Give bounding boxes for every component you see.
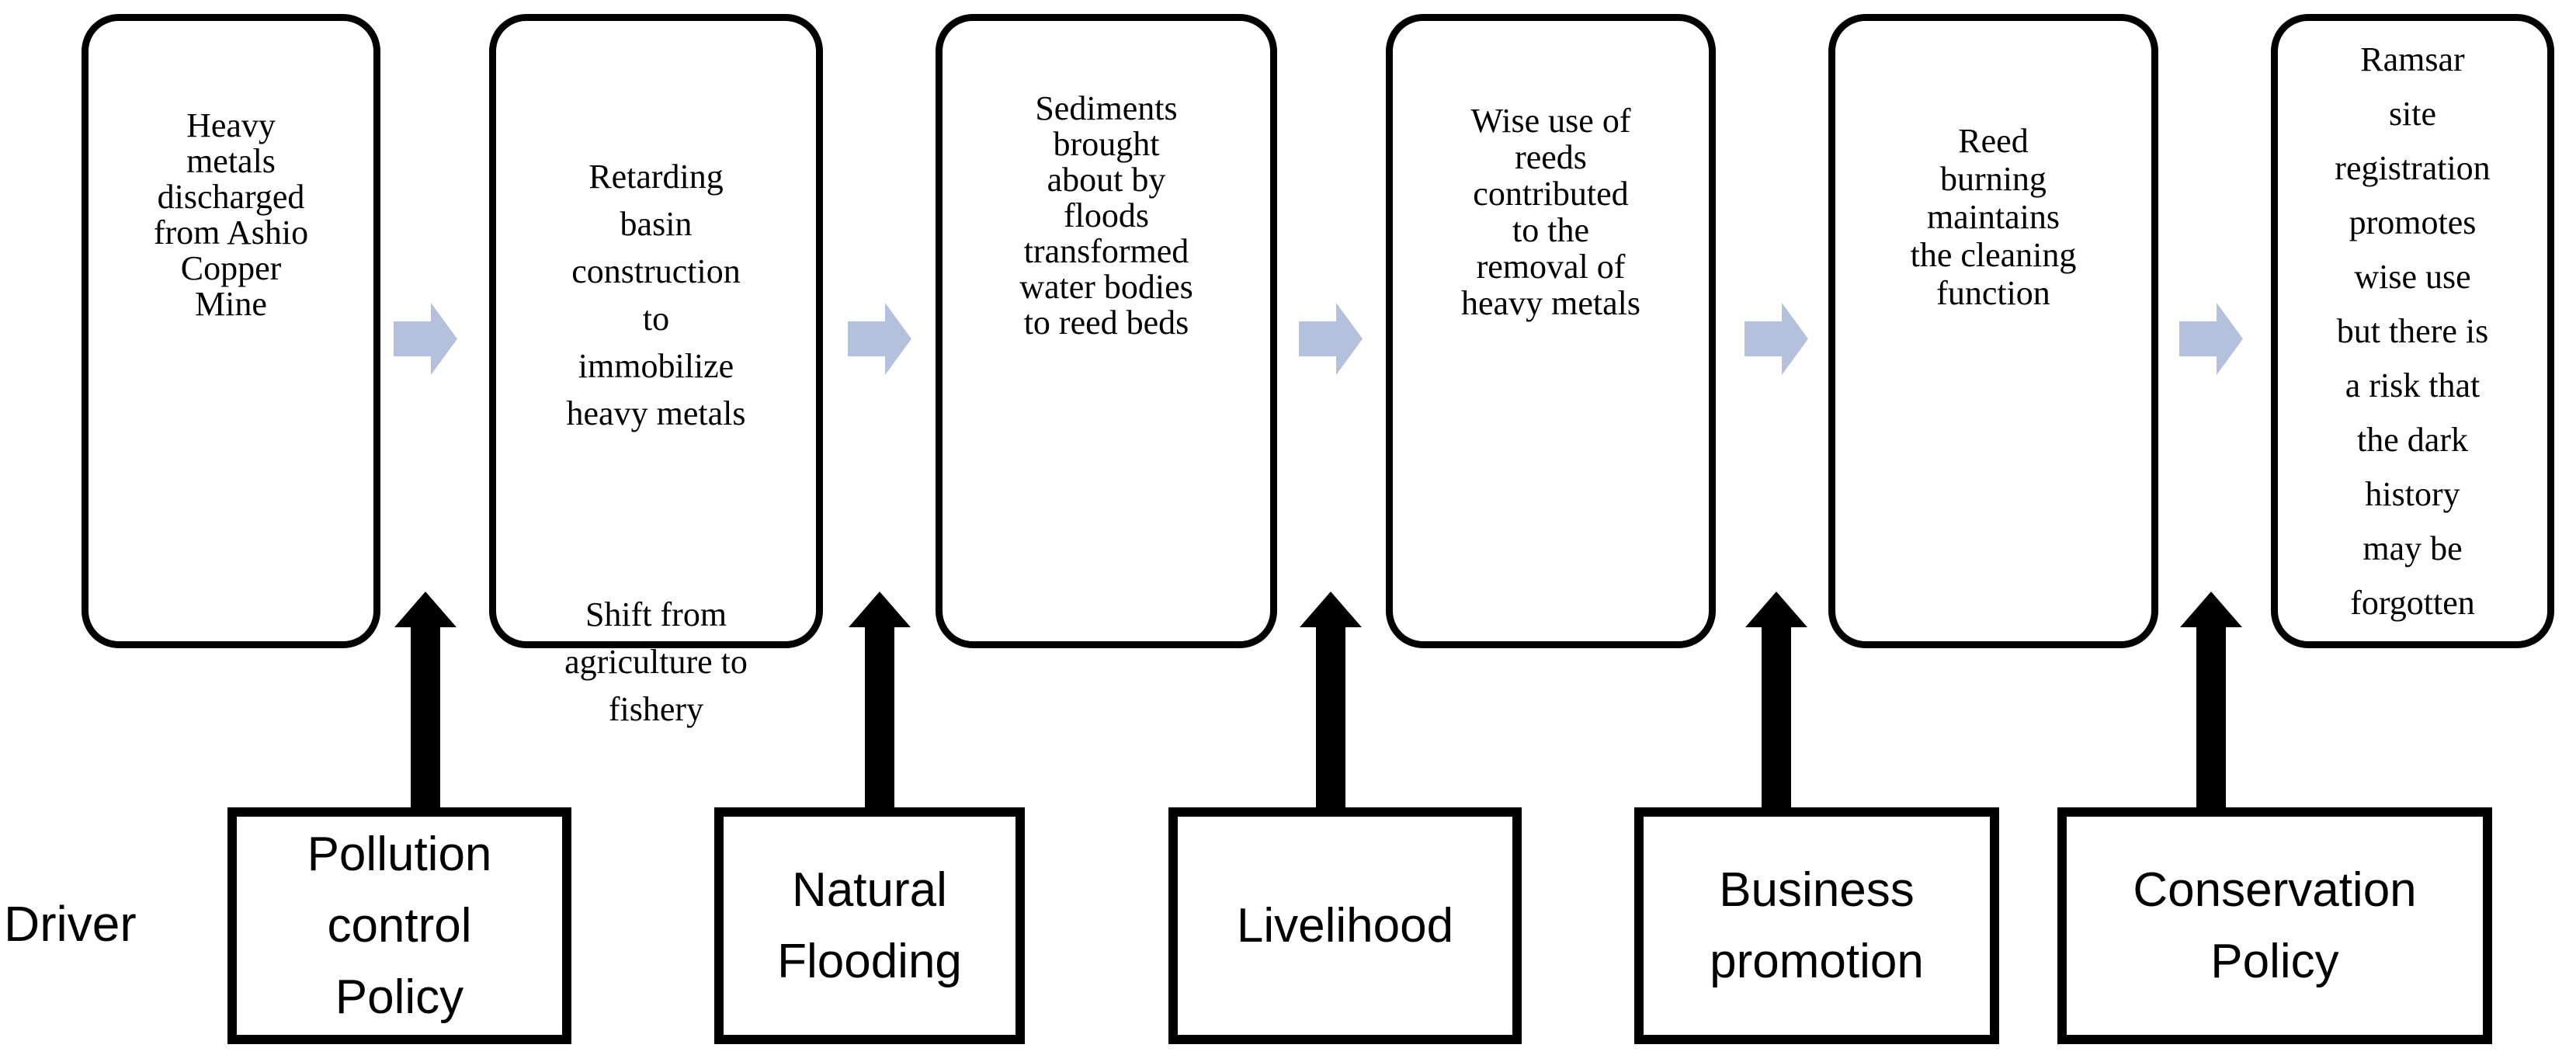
flow-arrow-3-icon bbox=[1299, 303, 1363, 375]
driver-arrow-1-icon bbox=[394, 592, 457, 809]
flow-box-retarding-basin: Retarding basin construction to immobili… bbox=[489, 14, 823, 728]
flow-box-heavy-metals: Heavy metals discharged from Ashio Coppe… bbox=[82, 14, 380, 648]
flow-arrow-5-icon bbox=[2179, 303, 2243, 375]
driver-box-business-promotion: Business promotion bbox=[1634, 807, 1999, 1044]
driver-box-conservation-policy: Conservation Policy bbox=[2057, 807, 2492, 1044]
flow-box-reed-burning: Reed burning maintains the cleaning func… bbox=[1828, 14, 2158, 648]
driver-box-label: Conservation Policy bbox=[2133, 862, 2417, 988]
driver-arrow-5-icon bbox=[2180, 592, 2242, 809]
flow-box-text: Retarding basin construction to immobili… bbox=[566, 158, 746, 432]
driver-box-label: Business promotion bbox=[1710, 862, 1924, 988]
driver-box-label: Natural Flooding bbox=[777, 862, 962, 988]
driver-box-label: Livelihood bbox=[1236, 898, 1454, 953]
flow-box-text: Sediments brought about by floods transf… bbox=[1019, 89, 1193, 342]
driver-box-livelihood: Livelihood bbox=[1168, 807, 1522, 1044]
flow-box-text: Ramsar site registration promotes wise u… bbox=[2335, 40, 2491, 622]
driver-arrow-3-icon bbox=[1300, 592, 1362, 809]
flow-box-text-secondary: Shift from agriculture to fishery bbox=[564, 595, 748, 728]
flow-box-sediments-floods: Sediments brought about by floods transf… bbox=[936, 14, 1277, 648]
driver-arrow-4-icon bbox=[1745, 592, 1807, 809]
flow-box-text: Heavy metals discharged from Ashio Coppe… bbox=[153, 106, 309, 323]
driver-box-natural-flooding: Natural Flooding bbox=[714, 807, 1025, 1044]
flow-arrow-2-icon bbox=[848, 303, 911, 375]
driver-box-label: Pollution control Policy bbox=[307, 827, 492, 1024]
flow-arrow-1-icon bbox=[394, 303, 457, 375]
flow-box-ramsar-registration: Ramsar site registration promotes wise u… bbox=[2271, 14, 2554, 648]
flow-box-text: Reed burning maintains the cleaning func… bbox=[1910, 122, 2077, 312]
driver-box-pollution-control-policy: Pollution control Policy bbox=[227, 807, 571, 1044]
flow-box-wise-use-reeds: Wise use of reeds contributed to the rem… bbox=[1386, 14, 1716, 648]
flow-box-text: Wise use of reeds contributed to the rem… bbox=[1461, 102, 1640, 322]
flow-arrow-4-icon bbox=[1745, 303, 1808, 375]
driver-label: Driver bbox=[4, 896, 137, 952]
driver-arrow-2-icon bbox=[849, 592, 911, 809]
